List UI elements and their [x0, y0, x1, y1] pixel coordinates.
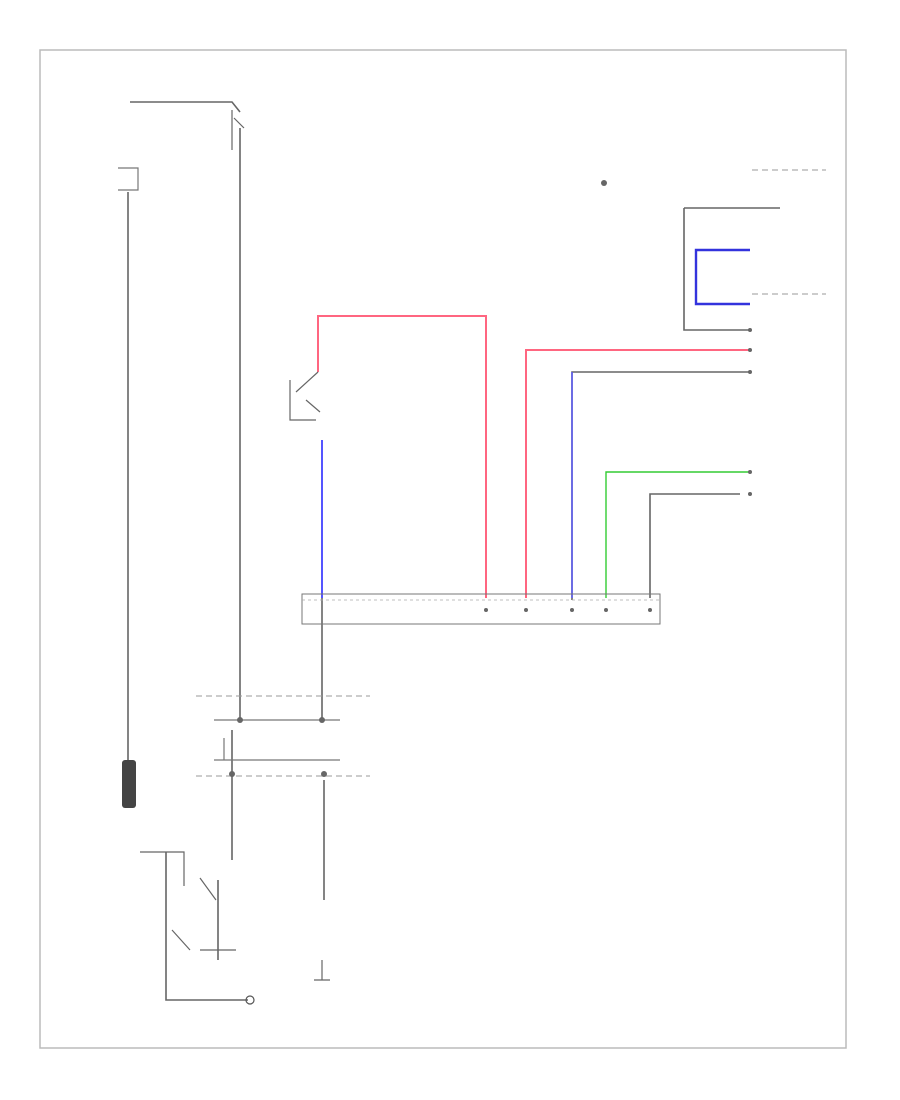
ground-terminal — [245, 995, 255, 1005]
right-mid-wire — [571, 371, 750, 600]
lower-relay-symbol — [140, 851, 236, 951]
motor-symbol — [314, 960, 330, 981]
connector-block — [301, 593, 661, 625]
coil-symbol — [122, 760, 136, 808]
left-fuse-symbol — [118, 167, 139, 191]
pink-wire-2 — [525, 349, 750, 598]
pink-wire-1 — [317, 315, 487, 598]
top-fuse-feed — [130, 101, 241, 113]
junction-block — [214, 719, 340, 761]
green-wire — [605, 471, 750, 598]
diagram-frame — [39, 49, 847, 1049]
right-harness-loop — [683, 207, 780, 331]
right-gray-wire — [649, 493, 740, 598]
black-wires — [127, 101, 780, 1001]
lower-left-loop — [165, 730, 248, 1001]
right-connector-pins — [601, 180, 752, 496]
clutch-switch-symbol — [289, 371, 321, 421]
junction-dashes — [196, 169, 826, 777]
colored-wires — [317, 248, 750, 598]
top-switch-symbol — [231, 110, 245, 150]
blue-wire-3 — [694, 248, 750, 306]
junction-pins — [229, 608, 652, 777]
